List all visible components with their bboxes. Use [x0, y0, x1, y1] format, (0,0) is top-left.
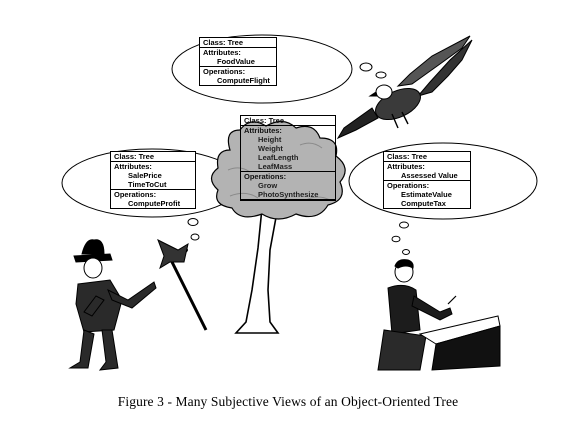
eagle-icon	[336, 35, 473, 140]
tree-icon	[210, 120, 346, 334]
operations-label: Operations:	[114, 190, 157, 199]
attribute-item: Weight	[258, 144, 283, 153]
operation-item: ComputeFlight	[217, 76, 270, 85]
class-name: Class: Tree	[244, 116, 285, 125]
attribute-item: Height	[258, 135, 282, 144]
attribute-item: SalePrice	[128, 171, 162, 180]
logger-class-card: Class: Tree Attributes: SalePrice TimeTo…	[110, 151, 196, 209]
attribute-item: FoodValue	[217, 57, 255, 66]
operation-item: Grow	[258, 181, 278, 190]
eagle-class-card: Class: Tree Attributes: FoodValue Operat…	[199, 37, 277, 86]
class-name: Class: Tree	[114, 152, 155, 161]
tree-foliage	[210, 120, 346, 220]
operations-label: Operations:	[244, 172, 287, 181]
operation-item: EstimateValue	[401, 190, 452, 199]
operations-label: Operations:	[203, 67, 246, 76]
operation-item: PhotoSynthesize	[258, 190, 319, 199]
class-name: Class: Tree	[387, 152, 428, 161]
tree-class-card: Class: Tree Attributes: Height Weight Le…	[240, 115, 336, 201]
attributes-label: Attributes:	[114, 162, 152, 171]
operations-label: Operations:	[387, 181, 430, 190]
attributes-label: Attributes:	[387, 162, 425, 171]
attributes-label: Attributes:	[203, 48, 241, 57]
attribute-item: LeafMass	[258, 162, 293, 171]
operation-item: ComputeTax	[401, 199, 446, 208]
attributes-label: Attributes:	[244, 126, 282, 135]
desk-clerk-icon	[377, 259, 501, 371]
figure-caption: Figure 3 - Many Subjective Views of an O…	[117, 394, 459, 409]
logger-icon	[68, 239, 157, 371]
operation-item: ComputeProfit	[128, 199, 181, 208]
tree-trunk	[234, 206, 280, 334]
attribute-item: LeafLength	[258, 153, 299, 162]
attribute-item: Assessed Value	[401, 171, 458, 180]
attribute-item: TimeToCut	[128, 180, 167, 189]
class-name: Class: Tree	[203, 38, 244, 47]
axe-icon	[157, 238, 208, 331]
assessor-class-card: Class: Tree Attributes: Assessed Value O…	[383, 151, 471, 209]
